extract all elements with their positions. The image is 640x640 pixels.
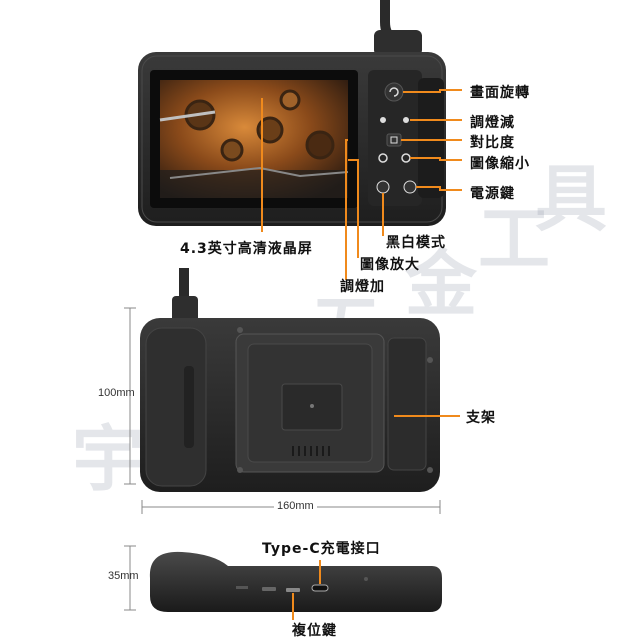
power-icon — [403, 180, 417, 194]
side-slot — [262, 587, 276, 591]
bw-mode-icon — [376, 180, 390, 194]
zoom-in-button[interactable] — [378, 153, 388, 163]
back-right-panel — [387, 337, 427, 471]
label-zoom-in: 圖像放大 — [360, 257, 420, 273]
power-button[interactable] — [403, 180, 417, 194]
front-callouts — [261, 89, 462, 280]
zoom-in-icon — [378, 153, 388, 163]
bright-button[interactable] — [403, 117, 409, 123]
watermark-char-6: 具 — [535, 156, 608, 241]
usb-c-port — [311, 584, 329, 592]
watermark-char-4: 金 — [405, 241, 478, 326]
reset-hole — [286, 588, 300, 592]
rotate-icon — [389, 87, 399, 97]
label-contrast: 對比度 — [470, 135, 515, 151]
label-bw-mode: 黑白模式 — [386, 235, 446, 251]
rotate-button[interactable] — [384, 82, 404, 102]
label-stand: 支架 — [466, 410, 496, 426]
watermark-char-5: 工 — [478, 196, 551, 281]
dim-depth: 35mm — [108, 570, 139, 582]
contrast-icon — [390, 136, 398, 144]
back-grip — [145, 327, 207, 487]
side-body — [149, 551, 442, 612]
label-reset: 複位鍵 — [292, 623, 337, 639]
label-dim-light: 調燈減 — [470, 115, 515, 131]
label-bright-light: 調燈加 — [340, 279, 385, 295]
bright-icon — [403, 117, 409, 123]
label-zoom-out: 圖像縮小 — [470, 156, 530, 172]
front-cable-boot — [374, 30, 422, 56]
label-screen: 4.3英寸高清液晶屏 — [180, 241, 313, 257]
dim-height: 100mm — [98, 387, 135, 399]
contrast-button[interactable] — [386, 133, 402, 147]
dim-button[interactable] — [380, 117, 386, 123]
label-type-c: Type-C充電接口 — [262, 541, 381, 557]
side-grip — [418, 78, 444, 198]
dim-width: 160mm — [274, 500, 317, 512]
dim-icon — [380, 117, 386, 123]
watermark-char-1: 宇 — [72, 416, 145, 501]
bw-mode-button[interactable] — [376, 180, 390, 194]
speaker-vent — [292, 446, 330, 456]
label-power: 電源鍵 — [470, 186, 515, 202]
label-rotate: 畫面旋轉 — [470, 85, 530, 101]
